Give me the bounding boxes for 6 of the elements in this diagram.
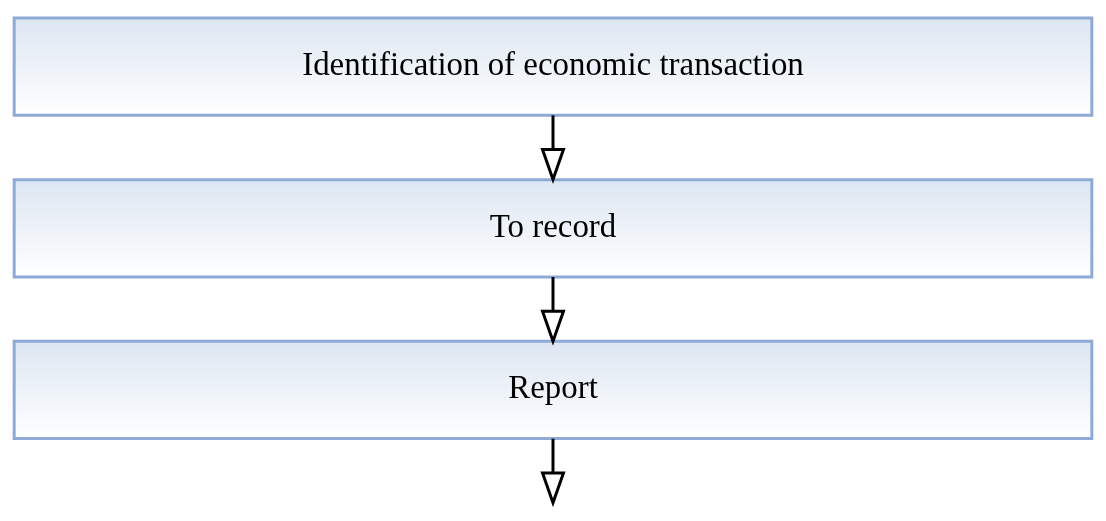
- node-box: Identification of economic transaction: [12, 16, 1094, 117]
- arrow: [540, 114, 566, 184]
- node-box: Report: [12, 339, 1094, 440]
- arrow: [540, 438, 566, 507]
- node-box: To record: [12, 177, 1094, 278]
- arrow: [540, 276, 566, 346]
